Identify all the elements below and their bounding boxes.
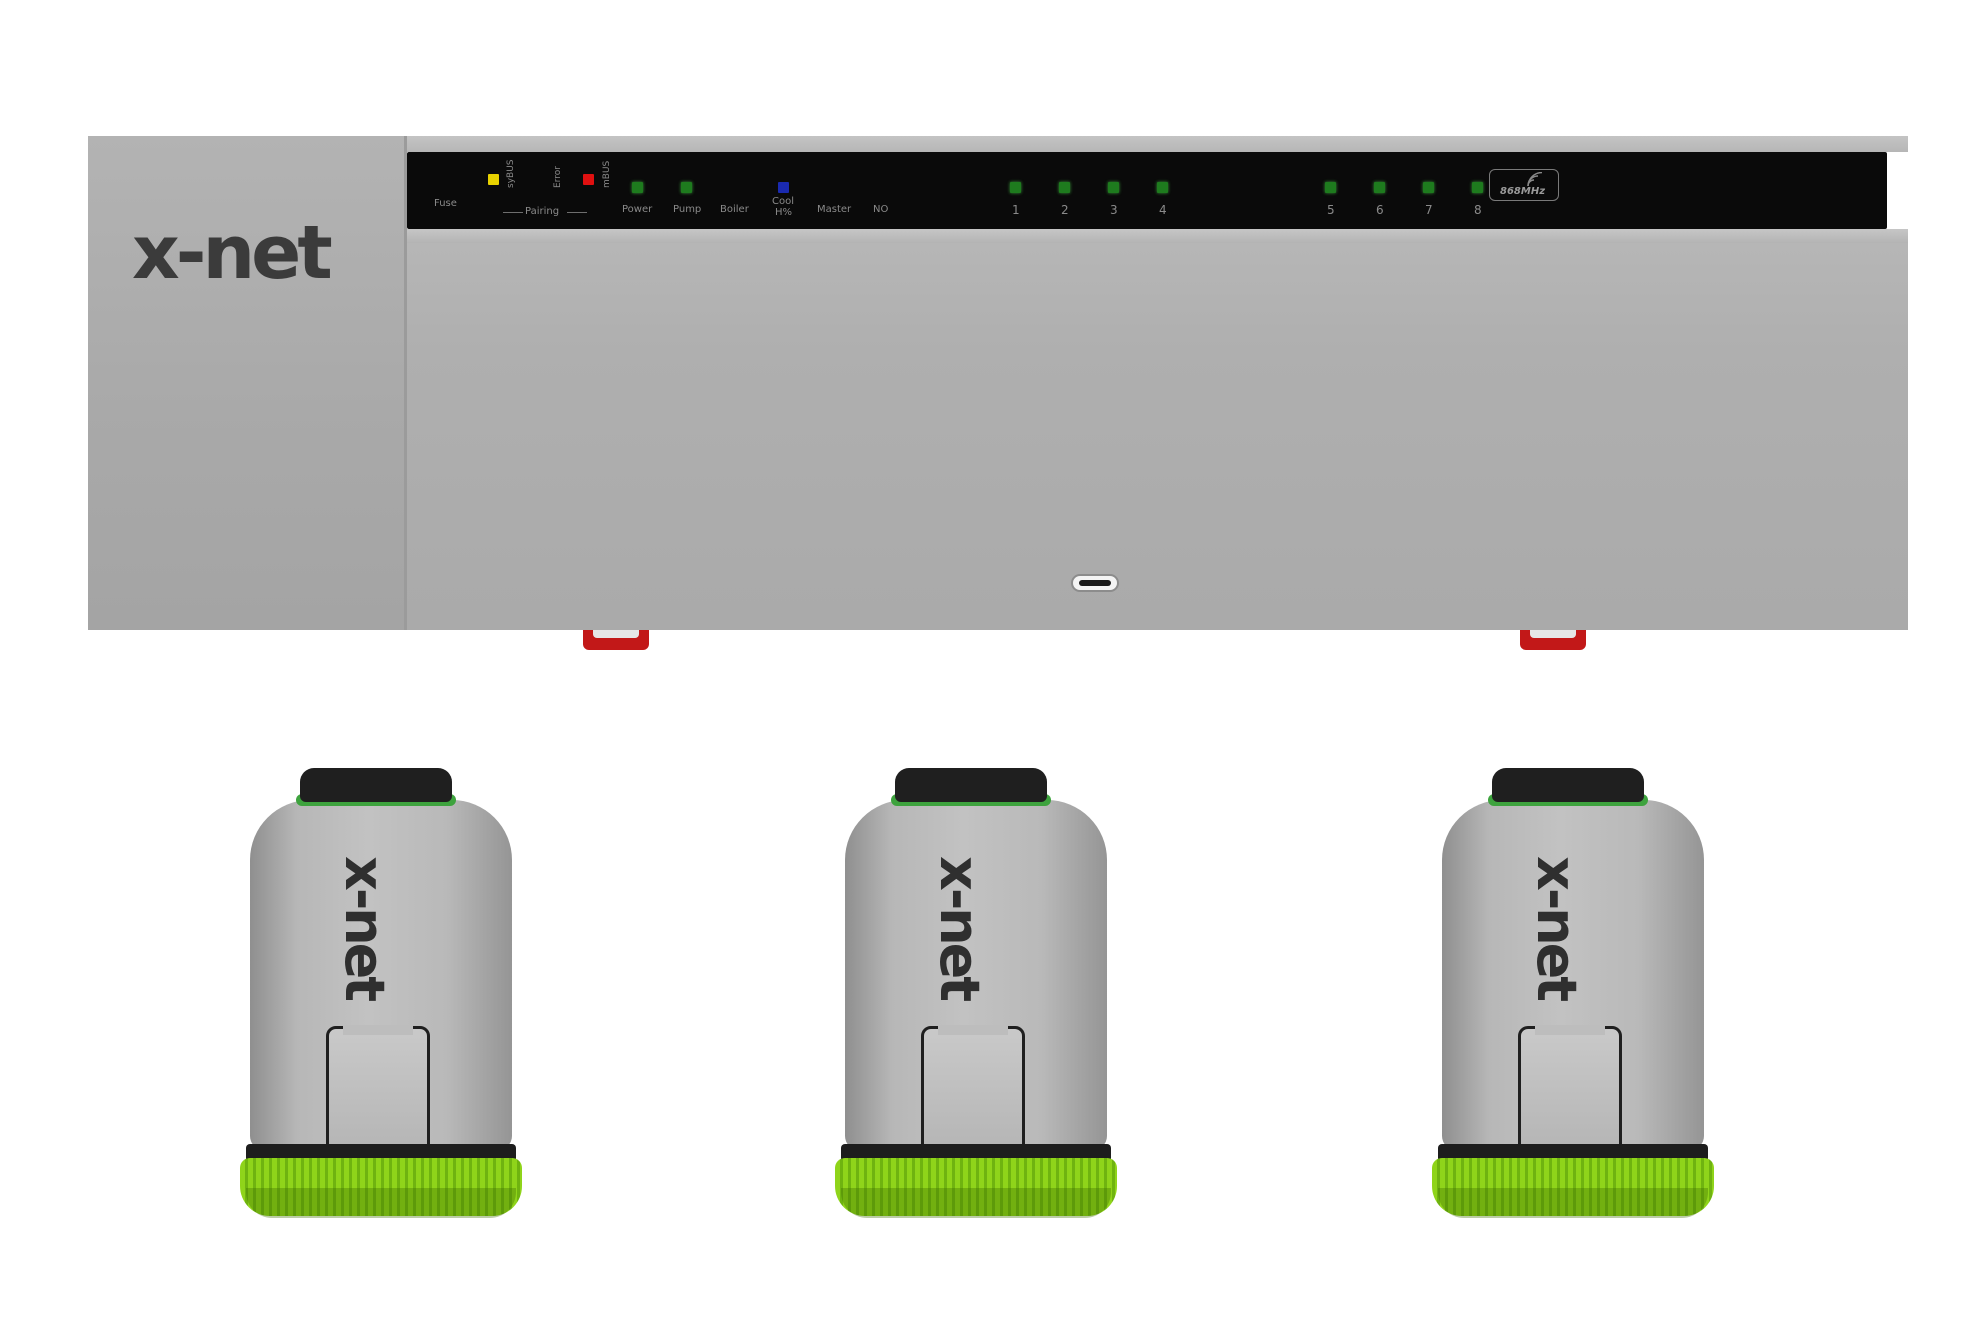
mbus-led [583,174,594,185]
mbus-label: mBUS [602,160,612,188]
actuator-base-shadow [246,1188,516,1218]
actuator-green-base [1432,1158,1714,1216]
controller-side-panel: x-net [88,136,407,630]
zone-8-led [1472,182,1483,193]
boiler-label: Boiler [720,204,749,215]
sybus-led [488,174,499,185]
actuator-base-shadow [841,1188,1111,1218]
actuator-base-shadow [1438,1188,1708,1218]
zone-2-led [1059,182,1070,193]
actuator-dark-band [246,1144,516,1162]
zone-5-led [1325,182,1336,193]
pump-led [681,182,692,193]
zone-7-led [1423,182,1434,193]
zone-5-label: 5 [1327,203,1335,217]
actuator-dark-band [841,1144,1111,1162]
fuse-label: Fuse [434,198,457,209]
controller-front-cover [407,229,1908,630]
zone-8-label: 8 [1474,203,1482,217]
cover-release-slot [1071,574,1119,592]
sybus-label: syBUS [506,159,516,189]
zone-4-label: 4 [1159,203,1167,217]
zone-3-led [1108,182,1119,193]
error-label: Error [553,166,563,188]
actuator-brand-logo: x-net [333,856,396,1000]
din-clip-left [583,630,649,650]
actuator-cap [1492,768,1644,802]
pairing-line-left [503,212,523,213]
zone-6-led [1374,182,1385,193]
actuator-green-base [835,1158,1117,1216]
zone-3-label: 3 [1110,203,1118,217]
cool-sub-label: H% [775,207,793,218]
actuator-green-base [240,1158,522,1216]
no-label: NO [873,204,889,215]
controller-unit: x-net Fuse syBUS Error mBUS Pairing Powe… [88,136,1908,650]
power-led [632,182,643,193]
wireless-frequency-badge: 868MHz [1489,169,1559,201]
actuator-dark-band [1438,1144,1708,1162]
actuator-position-window [921,1025,1025,1160]
cool-label: Cool [772,196,794,207]
zone-6-label: 6 [1376,203,1384,217]
actuator: x-net [1432,768,1728,1234]
master-label: Master [817,204,852,215]
actuator-position-window [1518,1025,1622,1160]
actuator-brand-logo: x-net [1525,856,1588,1000]
power-label: Power [622,204,653,215]
actuator-cap [300,768,452,802]
zone-4-led [1157,182,1168,193]
frequency-label: 868MHz [1500,186,1546,197]
zone-2-label: 2 [1061,203,1069,217]
pairing-line-right [567,212,587,213]
indicator-panel: Fuse syBUS Error mBUS Pairing Power Pump… [407,152,1887,229]
pairing-label: Pairing [525,206,560,217]
wireless-signal-icon [1527,172,1543,187]
brand-logo: x-net [132,210,333,296]
actuator-cap [895,768,1047,802]
zone-1-label: 1 [1012,203,1020,217]
cool-led [778,182,789,193]
actuator-brand-logo: x-net [928,856,991,1000]
actuator: x-net [835,768,1131,1234]
controller-top-edge [407,136,1908,152]
din-clip-right [1520,630,1586,650]
zone-1-led [1010,182,1021,193]
actuator-position-window [326,1025,430,1160]
zone-7-label: 7 [1425,203,1433,217]
actuator: x-net [240,768,536,1234]
controller-cover-lip [407,229,1908,243]
pump-label: Pump [673,204,702,215]
